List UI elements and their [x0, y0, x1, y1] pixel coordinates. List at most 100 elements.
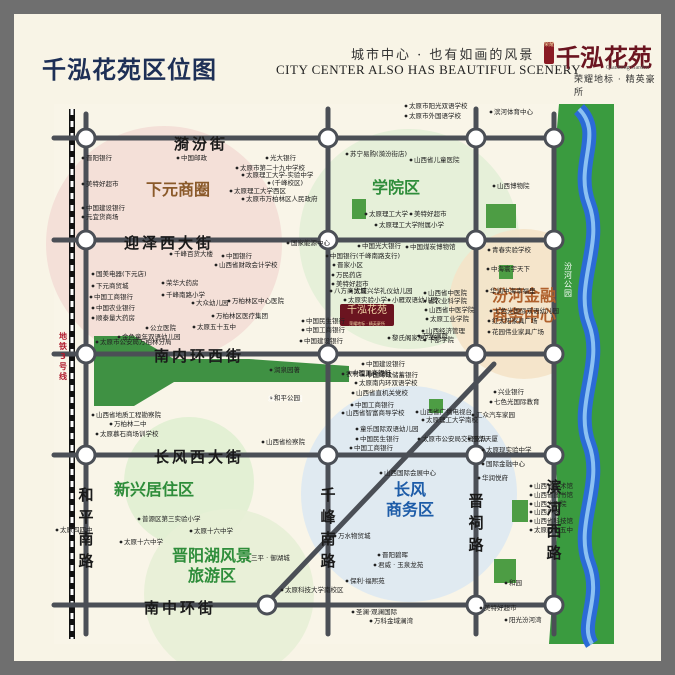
intersections: [75, 127, 565, 616]
poi-label: 中国煤炭博物馆: [410, 243, 456, 251]
poi-dot: [341, 372, 345, 376]
poi-dot: [55, 528, 59, 532]
poi-label: 太原五十五中: [197, 323, 236, 331]
poi-dot: [529, 493, 533, 497]
map-frame: 千泓花苑区位图 城市中心 · 也有如画的风景 CITY CENTER ALSO …: [14, 14, 661, 661]
poi-dot: [81, 182, 85, 186]
poi-label: 太原四十五中: [534, 526, 573, 534]
poi-label: 中国邮政: [181, 154, 207, 162]
poi-dot: [299, 339, 303, 343]
poi-dot: [504, 581, 508, 585]
poi-label: 中国工商银行: [355, 401, 394, 409]
poi-label: 美特好超市: [86, 180, 119, 188]
poi-dot: [91, 413, 95, 417]
poi-label: 山西省地质工程勘察院: [96, 411, 161, 419]
poi-label: 山西省财政会计学校: [219, 261, 278, 269]
poi-label: 太原科技大学南校区: [285, 586, 344, 594]
poi-dot: [109, 422, 113, 426]
poi-dot: [529, 528, 533, 532]
poi-label: 元宜货商场: [86, 213, 119, 221]
poi-dot: [345, 152, 349, 156]
poi-label: 美特好超市: [336, 280, 369, 288]
district-xueyuan: 学院区: [372, 178, 421, 197]
poi-label: 七色光国际教育: [494, 398, 540, 406]
district-fenhe-finance: 汾河金融 商务中心: [492, 286, 557, 325]
poi-label: 太原理工大学西区: [234, 187, 286, 195]
poi-label: 太原市阳光双语学校: [409, 102, 468, 110]
poi-dot: [489, 400, 493, 404]
poi-label: 黎氏阁家居广场: [392, 334, 438, 342]
poi-dot: [349, 446, 353, 450]
poi-label: 山西省检察院: [266, 438, 305, 446]
green-patch: [429, 399, 443, 413]
road-label-qianfeng-south: 千峰南路: [320, 486, 336, 570]
poi-label: 山西经济管理: [426, 327, 465, 335]
poi-label: 中国银行(千峰南路支行): [330, 252, 401, 260]
district-changfeng: 长风 商务区: [386, 480, 435, 519]
poi-dot: [95, 340, 99, 344]
poi-label: 中国建设银行: [366, 360, 405, 368]
poi-dot: [529, 502, 533, 506]
poi-label: 中国民生银行: [306, 317, 345, 325]
poi-label: 山西博物院: [497, 182, 530, 190]
poi-label: 太原市第二十九中学校: [240, 164, 305, 172]
poi-dot: [489, 309, 493, 313]
poi-label: 中国民生银行: [360, 435, 399, 443]
poi-label: 保利·福熙苑: [350, 577, 385, 585]
project-badge-subtitle: 荣耀地标 · 精英豪所: [349, 321, 385, 326]
poi-dot: [373, 563, 377, 567]
green-patch: [486, 204, 516, 228]
poi-label: 青春实验学校: [492, 246, 531, 254]
poi-dot: [137, 517, 141, 521]
poi-label: 童乐国际双语幼儿园: [360, 425, 419, 433]
poi-dot: [529, 510, 533, 514]
subway-line-3-label: 地铁3号线: [59, 332, 67, 381]
poi-dot: [261, 440, 265, 444]
poi-label: 苏宁易购(漪汾街店): [350, 150, 408, 158]
poi-label: 干部学院: [428, 336, 454, 344]
poi-label: 山西省图书馆: [534, 491, 573, 499]
poi-dot: [479, 606, 483, 610]
poi-label: 红太阳家具广场: [492, 317, 538, 325]
poi-dot: [485, 289, 489, 293]
poi-label: 山西省儿童医院: [414, 156, 460, 164]
poi-label: 金色童年双语幼儿园: [122, 333, 181, 341]
poi-dot: [379, 471, 383, 475]
brand-logo-name: 千泓花苑: [556, 43, 652, 72]
poi-dot: [89, 295, 93, 299]
poi-dot: [214, 263, 218, 267]
poi-label: (千峰校区): [272, 179, 304, 187]
poi-dot: [487, 330, 491, 334]
road-label-nanzhong: 南中环街: [144, 599, 217, 617]
poi-dot: [421, 418, 425, 422]
poi-label: 中国建设银行: [304, 337, 343, 345]
poi-dot: [91, 284, 95, 288]
poi-label: 中海寰宇天下: [491, 265, 530, 273]
poi-dot: [241, 197, 245, 201]
poi-dot: [95, 432, 99, 436]
poi-dot: [404, 104, 408, 108]
road-label-nannei-west: 南内环西街: [154, 347, 245, 365]
poi-label: 太原实验小学: [348, 296, 387, 304]
poi-dot: [301, 328, 305, 332]
poi-label: 中国工商银行: [306, 326, 345, 334]
poi-dot: [347, 371, 351, 375]
poi-dot: [355, 427, 359, 431]
poi-dot: [471, 413, 475, 417]
fenhe-river-highlight: [577, 107, 596, 646]
poi-dot: [374, 223, 378, 227]
poi-label: 兴业银行: [498, 388, 524, 396]
poi-dot: [91, 272, 95, 276]
green-patch: [512, 500, 528, 522]
poi-dot: [487, 319, 491, 323]
changfeng-zone: [301, 386, 517, 602]
road-label-linfen: 漪汾街: [174, 135, 229, 153]
poi-label: 万柏林区中心医院: [232, 297, 284, 305]
poi-dot: [161, 293, 165, 297]
poi-label: 国家能源中心: [291, 239, 330, 247]
poi-label: 国际金融中心: [486, 460, 525, 468]
poi-label: 汇众汽车家园: [476, 411, 515, 419]
poi-dot: [91, 306, 95, 310]
poi-dot: [467, 437, 471, 441]
poi-dot: [417, 334, 421, 338]
